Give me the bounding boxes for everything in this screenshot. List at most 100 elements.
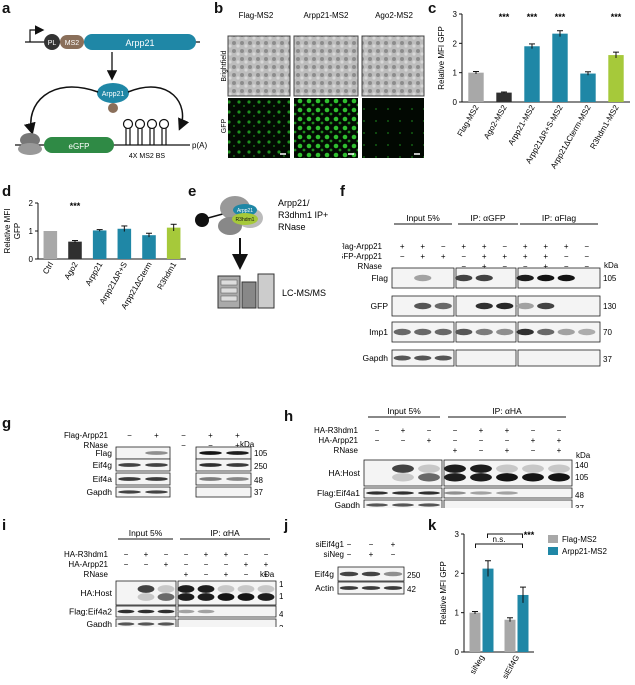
blot-label: HA:Host [80,588,112,598]
y-tick-label: 3 [455,530,460,539]
condition-sign: − [391,550,396,559]
condition-sign: − [375,426,380,435]
blot-label: Imp1 [369,327,388,337]
panel-letter-f: f [340,183,345,200]
image-gfp-flag [228,98,290,158]
band [383,571,403,577]
col-label-ago2-ms2: Ago2-MS2 [375,11,413,20]
band [470,464,492,473]
condition-sign: − [505,436,510,445]
band [217,585,235,593]
blot-box [195,458,252,472]
blot-label: Gapdh [362,353,388,363]
significance-label: *** [70,201,81,211]
band [145,477,168,481]
panel-e-schematic: Arpp21 R3hdm1 Arpp21/ R3dhm1 IP+ RNase L… [195,196,328,309]
band [157,622,175,626]
band [145,490,168,494]
condition-sign: + [264,570,269,579]
condition-sign: + [531,436,536,445]
panel-letter-j: j [284,517,289,534]
panel-letter-e: e [188,183,197,200]
band [157,593,175,601]
complex-label-2: R3dhm1 IP+ [278,210,328,220]
condition-sign: + [427,436,432,445]
x-tick-label: Ctrl [41,260,55,275]
blot-box [115,580,177,606]
legend-swatch [548,547,558,555]
panel-i-blot: Input 5%IP: αHAHA-R3hdm1−+−−++−−HA-Arpp2… [64,528,283,627]
band [414,302,432,310]
y-tick-label: 2 [453,39,458,48]
kda-marker: 250 [407,571,421,580]
bracket-ns [475,543,523,548]
condition-sign: − [375,436,380,445]
condition-sign: − [347,550,352,559]
condition-sign: + [144,550,149,559]
bar [482,568,494,652]
condition-sign: + [557,446,562,455]
condition-sign: − [369,540,374,549]
bar [496,92,512,102]
band [444,473,466,482]
panel-letter-d: d [2,183,12,200]
legend-label: Arpp21-MS2 [562,547,607,556]
blot-box [443,499,573,508]
condition-label: HA-Arpp21 [318,436,358,445]
condition-sign: + [564,242,569,251]
y-tick-label: 0 [29,255,34,264]
condition-sign: + [523,242,528,251]
band [118,477,141,481]
x-tick-label: Ago2-MS2 [482,103,509,141]
condition-sign: − [204,570,209,579]
blot-box [443,459,573,487]
blot-label: Flag:Eif4a2 [69,607,112,617]
bar [68,241,82,259]
condition-sign: − [584,262,589,271]
bar [608,55,624,102]
condition-sign: + [391,540,396,549]
condition-label: HA-R3hdm1 [314,426,359,435]
band [118,490,141,494]
blot-box [517,349,601,367]
condition-sign: − [523,262,528,271]
blot-label: Gapdh [334,500,360,508]
band [455,328,473,336]
pl-element [44,34,60,50]
band [118,463,141,467]
panel-letter-g: g [2,415,12,432]
egfp-label: eGFP [69,142,90,151]
band [414,355,432,361]
condition-sign: + [523,252,528,261]
header-label: IP: αHA [492,408,522,416]
condition-sign: + [235,441,240,450]
condition-sign: − [181,441,186,450]
blot-box [455,349,517,367]
image-gfp-ago2 [362,98,424,158]
kda-marker: 250 [254,462,268,471]
band [414,328,432,336]
kda-marker: 37 [575,504,584,508]
image-brightfield-ago2 [361,35,425,97]
condition-sign: + [461,242,466,251]
kda-marker: 48 [575,491,584,500]
y-tick-label: 0 [453,98,458,107]
kda-marker: 140 [575,461,589,470]
band [578,328,596,336]
panel-letter-h: h [284,408,294,425]
significance-label: *** [611,12,622,22]
pl-label: PL [48,40,57,47]
band [557,328,575,336]
arpp21-gene [84,34,196,50]
kda-marker: 105 [603,274,617,283]
blot-box [195,472,252,486]
condition-label: HA-Arpp21 [68,560,108,569]
legend-label: Flag-MS2 [562,535,597,544]
band [392,464,414,473]
kda-marker: 48 [254,476,263,485]
sig-ns: n.s. [493,535,506,544]
band [557,274,575,282]
condition-sign: − [184,560,189,569]
kda-marker: 37 [603,355,612,364]
